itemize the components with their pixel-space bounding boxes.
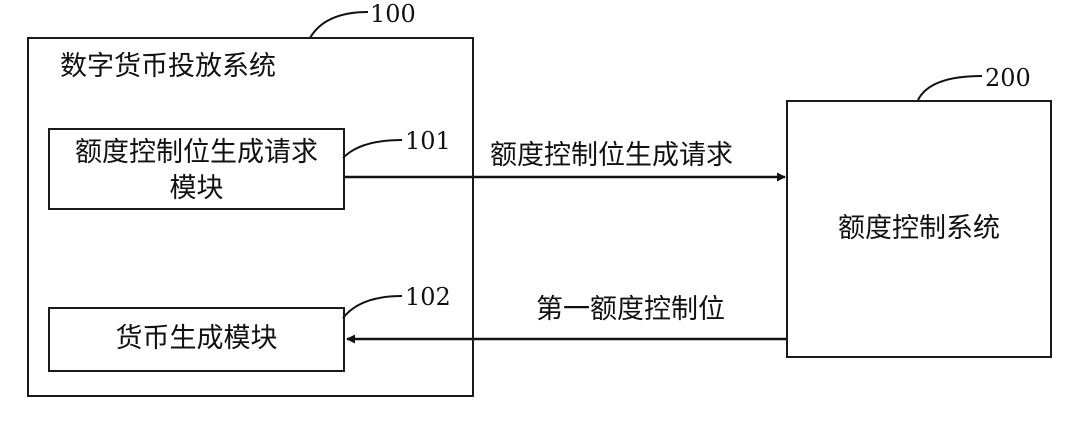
leader-line-200 <box>917 75 983 101</box>
ref-numeral-200: 200 <box>985 64 1031 92</box>
module-102-label: 货币生成模块 <box>115 323 278 354</box>
quota-control-system-box: 额度控制系统 <box>786 100 1052 358</box>
leader-line-101 <box>342 139 403 159</box>
digital-currency-issuance-system-box <box>27 37 474 397</box>
quota-control-request-module-box: 额度控制位生成请求 模块 <box>48 128 345 210</box>
leader-line-100 <box>309 11 369 39</box>
leader-line-102 <box>342 295 403 319</box>
ref-numeral-100: 100 <box>370 0 416 28</box>
system-200-label: 额度控制系统 <box>838 213 1000 244</box>
ref-numeral-101: 101 <box>405 127 451 155</box>
currency-generation-module-box: 货币生成模块 <box>48 307 345 372</box>
system-100-title: 数字货币投放系统 <box>60 51 276 82</box>
ref-numeral-102: 102 <box>405 283 451 311</box>
request-message-label: 额度控制位生成请求 <box>490 140 733 171</box>
module-101-line2: 模块 <box>169 173 224 204</box>
response-message-label: 第一额度控制位 <box>536 294 725 325</box>
module-101-line1: 额度控制位生成请求 <box>75 137 318 168</box>
module-101-label: 额度控制位生成请求 模块 <box>50 135 343 207</box>
